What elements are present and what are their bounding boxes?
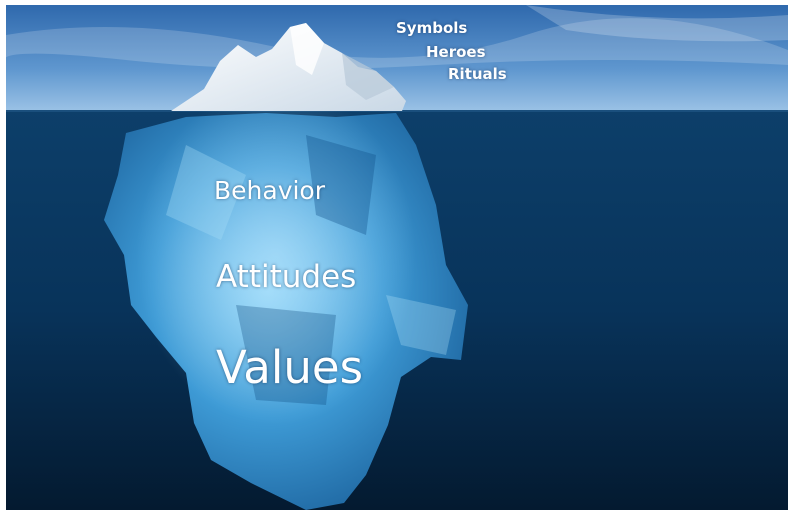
cloud xyxy=(6,18,788,69)
label-attitudes: Attitudes xyxy=(216,259,357,295)
ice-facet xyxy=(386,295,456,355)
ice-highlight xyxy=(290,23,324,75)
ice-facet xyxy=(166,145,246,240)
cloud xyxy=(526,5,788,42)
iceberg-photo: Symbols Heroes Rituals Behavior Attitude… xyxy=(6,5,788,510)
label-symbols: Symbols xyxy=(396,19,468,37)
iceberg-above-water xyxy=(171,23,406,111)
label-heroes: Heroes xyxy=(426,43,486,61)
ice-facet xyxy=(236,305,336,405)
label-rituals: Rituals xyxy=(448,65,507,83)
label-behavior: Behavior xyxy=(214,176,326,205)
ice-glow xyxy=(136,85,416,425)
iceberg-illustration xyxy=(6,5,788,510)
ice-shadow xyxy=(342,53,394,100)
ice-facet xyxy=(306,135,376,235)
label-values: Values xyxy=(216,341,364,394)
